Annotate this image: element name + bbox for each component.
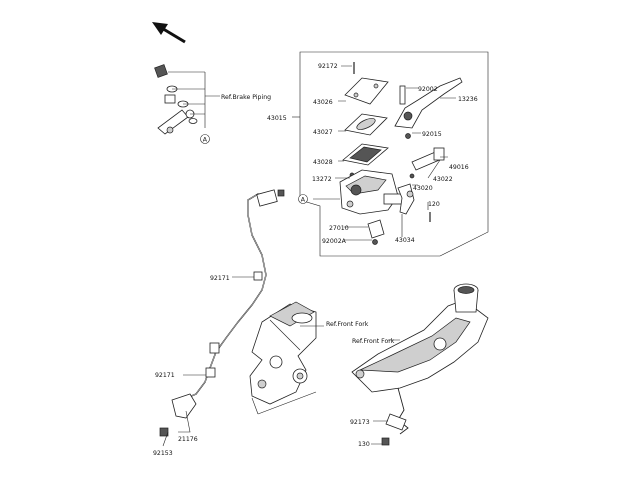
- part-label-27010: 27010: [329, 225, 349, 232]
- part-label-49016: 49016: [449, 164, 469, 171]
- part-label-43027: 43027: [313, 129, 333, 136]
- part-label-21176: 21176: [178, 436, 198, 443]
- part-label-92015: 92015: [422, 131, 442, 138]
- orientation-arrow-icon: [152, 22, 186, 44]
- reference-circle-a-right: [298, 194, 308, 204]
- part-label-92171-bottom: 92171: [155, 372, 175, 379]
- reference-circle-a-left: [200, 134, 210, 144]
- reservoir-cap-parts: [342, 62, 389, 178]
- part-label-120: 120: [428, 201, 440, 208]
- switch-cable: [159, 189, 285, 437]
- ref-front-fork-label-2: Ref.Front Fork: [352, 338, 395, 345]
- part-label-43026: 43026: [313, 99, 333, 106]
- part-label-92171-top: 92171: [210, 275, 230, 282]
- ref-brake-piping-leaders: [168, 71, 220, 128]
- assembly-leader-lines: [335, 65, 456, 241]
- master-cylinder-body: [339, 169, 403, 245]
- part-label-43028: 43028: [313, 159, 333, 166]
- clutch-lever-parts: [394, 77, 463, 222]
- part-label-43034: 43034: [395, 237, 415, 244]
- ref-front-fork-label-1: Ref.Front Fork: [326, 321, 369, 328]
- reference-circle-a-right-label: A: [301, 196, 306, 203]
- part-label-13272: 13272: [312, 176, 332, 183]
- part-label-92173: 92173: [350, 419, 370, 426]
- front-fork-upper-bracket: [351, 283, 489, 446]
- part-label-130: 130: [358, 441, 370, 448]
- part-label-43015: 43015: [267, 115, 287, 122]
- part-label-92172: 92172: [318, 63, 338, 70]
- part-label-13236: 13236: [458, 96, 478, 103]
- part-label-43022: 43022: [433, 176, 453, 183]
- brake-piping-parts: [154, 64, 198, 135]
- part-label-92002a: 92002A: [322, 238, 347, 245]
- ref-brake-piping-label: Ref.Brake Piping: [221, 94, 271, 101]
- part-label-92153: 92153: [153, 450, 173, 457]
- front-fork-lower-bracket: [249, 301, 317, 415]
- reference-circle-a-left-label: A: [203, 136, 208, 143]
- part-label-43020: 43020: [413, 185, 433, 192]
- part-label-92002: 92002: [418, 86, 438, 93]
